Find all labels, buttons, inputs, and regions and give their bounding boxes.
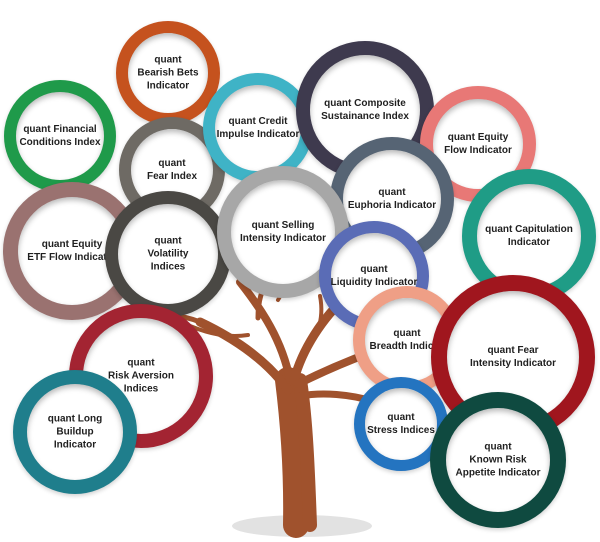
- bubble-label-line: Conditions Index: [19, 137, 101, 148]
- bubble-label-line: quant Fear: [487, 345, 539, 356]
- bubble-label-line: quant Equity: [41, 239, 103, 250]
- bubble-label-line: Volatility: [147, 248, 189, 260]
- bubble-label-line: quant Equity: [447, 132, 509, 143]
- bubble-label-line: Flow Indicator: [444, 145, 512, 156]
- bubble-label-line: quant Composite: [324, 98, 406, 109]
- bubble-label-line: Impulse Indicator: [216, 129, 300, 140]
- bubble-label-line: quant Selling: [251, 220, 315, 231]
- bubble-label-line: quant: [154, 235, 182, 247]
- bubble-label-line: Bearish Bets: [137, 67, 199, 79]
- bubble-label-line: quant Financial: [23, 124, 97, 135]
- bubble-label-line: ETF Flow Indicator: [27, 252, 117, 263]
- bubble-label-line: Stress Indices: [367, 425, 435, 436]
- bubble-label-line: Breadth Indices: [369, 341, 445, 352]
- bubble-label-line: Fear Index: [146, 171, 198, 182]
- bubble-label-line: quant Capitulation: [485, 224, 573, 235]
- bubble-label-line: quant Long: [47, 413, 103, 425]
- bubble-label-line: Indices: [123, 383, 159, 395]
- bubble-label-line: quant: [154, 54, 182, 66]
- bubble-label-line: Known Risk: [469, 454, 527, 466]
- bubble-label-line: Intensity Indicator: [239, 233, 327, 244]
- bubble-label-line: quant: [387, 412, 415, 423]
- bubble-label-line: Indicator: [507, 237, 551, 248]
- bubble-label-line: Indicator: [146, 80, 190, 92]
- bubble-label-line: quant: [378, 187, 406, 198]
- bubble-label-line: quant Credit: [228, 116, 288, 127]
- bubble-label-line: Risk Aversion: [108, 370, 174, 382]
- bubble-label-line: quant: [393, 328, 421, 339]
- bubble-label-line: Buildup: [56, 426, 94, 438]
- bubble-label-line: Sustainance Index: [321, 111, 409, 122]
- bubble-label-line: Euphoria Indicator: [347, 200, 437, 211]
- bubble-label-line: Appetite Indicator: [455, 467, 541, 479]
- bubble-label-line: Indices: [150, 261, 186, 273]
- bubble-label-line: quant: [127, 357, 155, 369]
- bubble-label-line: quant: [158, 158, 186, 169]
- bubble-label-line: Liquidity Indicator: [330, 277, 418, 288]
- bubble-label-line: Intensity Indicator: [469, 358, 557, 369]
- bubble-label-line: quant: [484, 441, 512, 453]
- bubble-label-line: quant: [360, 264, 388, 275]
- bubble-label-line: Indicator: [53, 439, 97, 451]
